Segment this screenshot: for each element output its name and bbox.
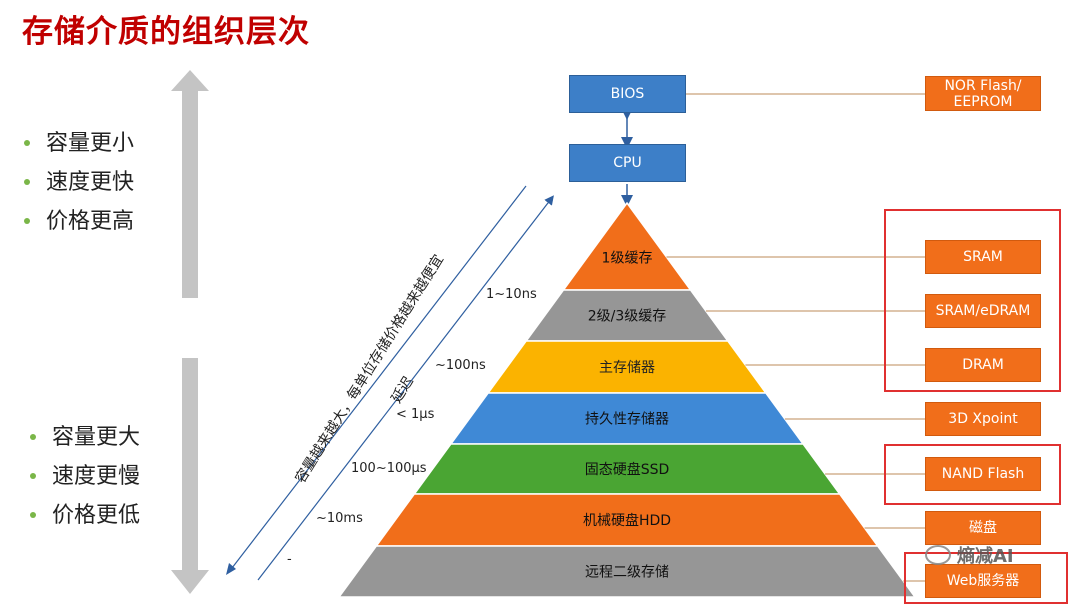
highlight-web-server	[904, 552, 1068, 604]
pyramid-layer-label: 1级缓存	[602, 251, 653, 267]
trait-item: 容量更小	[22, 124, 134, 163]
latency-label: ~10ms	[316, 511, 363, 526]
highlight-nand-flash	[884, 444, 1061, 505]
pyramid-layer-label: 2级/3级缓存	[588, 309, 667, 325]
media-box-nand-flash: NAND Flash	[925, 457, 1041, 491]
pyramid-layer-label: 持久性存储器	[585, 412, 669, 428]
trait-item: 速度更快	[22, 163, 134, 202]
latency-label: 1~10ns	[486, 287, 537, 302]
latency-label: 100~100μs	[351, 461, 427, 476]
media-box-sram-edram: SRAM/eDRAM	[925, 294, 1041, 328]
trait-item: 价格更高	[22, 202, 134, 241]
latency-label: ~100ns	[435, 358, 486, 373]
bottom-traits-list: 容量更大 速度更慢 价格更低	[28, 418, 140, 535]
trait-arrows	[171, 70, 209, 594]
down-arrow	[171, 358, 209, 594]
chat-bubble-icon	[925, 545, 951, 565]
pyramid-layer-label: 远程二级存储	[585, 565, 669, 581]
latency-label: -	[287, 552, 292, 567]
delay-arrow	[257, 195, 554, 581]
page-title: 存储介质的组织层次	[22, 14, 310, 50]
pyramid-layer	[561, 201, 693, 291]
up-arrow	[171, 70, 209, 298]
media-box-3d-xpoint: 3D Xpoint	[925, 402, 1041, 436]
media-box-dram: DRAM	[925, 348, 1041, 382]
latency-label: < 1μs	[396, 407, 435, 422]
trait-item: 价格更低	[28, 496, 140, 535]
trait-item: 速度更慢	[28, 457, 140, 496]
cpu-box: CPU	[569, 144, 686, 182]
top-traits-list: 容量更小 速度更快 价格更高	[22, 124, 134, 241]
capacity-arrow-head	[226, 563, 236, 575]
media-box-disk: 磁盘	[925, 511, 1041, 545]
media-box-web-server: Web服务器	[925, 564, 1041, 598]
trait-item: 容量更大	[28, 418, 140, 457]
bios-box: BIOS	[569, 75, 686, 113]
pyramid-layer-label: 主存储器	[599, 360, 655, 376]
media-connectors	[666, 93, 925, 582]
watermark: 熵减AI	[925, 542, 1014, 568]
pyramid-layer-label: 固态硬盘SSD	[585, 461, 670, 478]
pyramid-layer	[337, 545, 917, 598]
watermark-text: 熵减AI	[957, 546, 1014, 567]
media-box-nor-flash: NOR Flash/ EEPROM	[925, 76, 1041, 111]
pyramid-layer-label: 机械硬盘HDD	[583, 512, 671, 529]
highlight-sram-group	[884, 209, 1061, 392]
media-box-sram: SRAM	[925, 240, 1041, 274]
capacity-arrow	[231, 185, 527, 569]
